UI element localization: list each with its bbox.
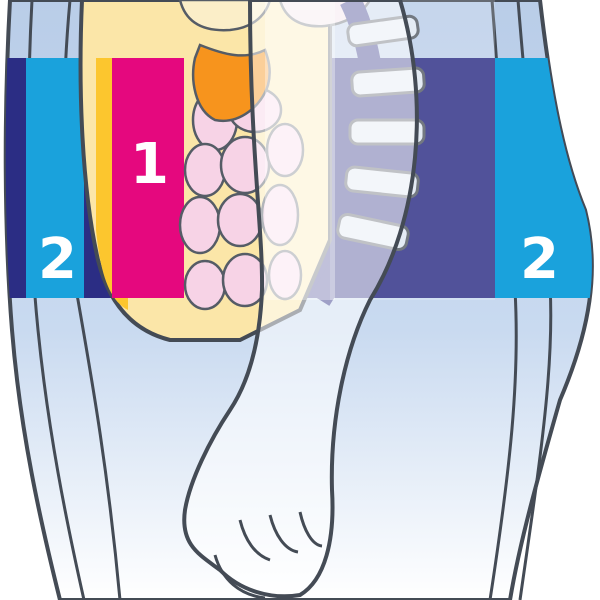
zone-labels: 1 2 2 — [38, 132, 559, 292]
leg — [182, 0, 419, 600]
zone-2-left-area — [26, 58, 84, 298]
zone-1-area — [112, 58, 184, 298]
zone-1-label: 1 — [130, 132, 169, 197]
zone-2-right-label: 2 — [520, 227, 559, 292]
zone-2-left-label: 2 — [38, 227, 77, 292]
